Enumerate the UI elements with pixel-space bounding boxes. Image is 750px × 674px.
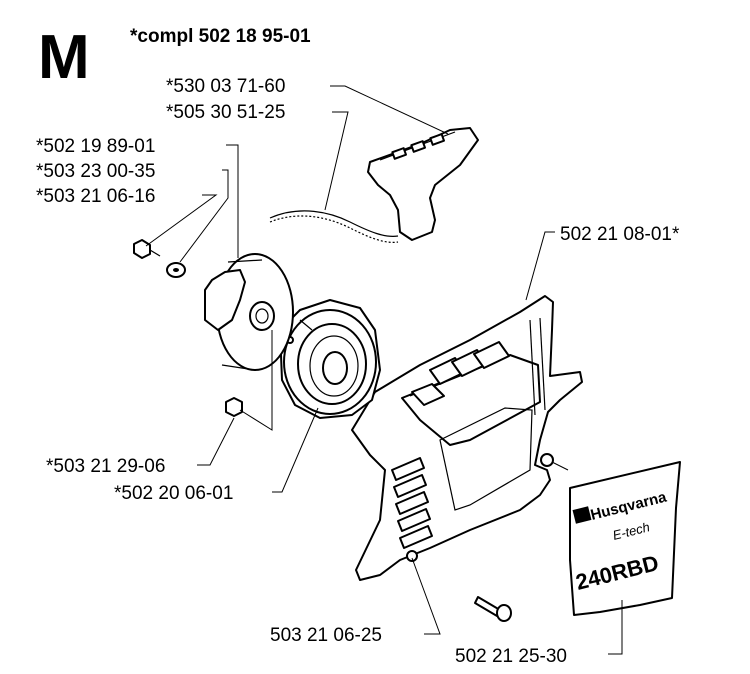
starter-cover (351, 295, 583, 581)
starter-handle (367, 127, 479, 241)
pn-decal: 502 21 25-30 (455, 646, 567, 667)
pn-washer: *503 23 00-35 (36, 161, 155, 182)
leader-lines (145, 85, 623, 655)
cover-screw (474, 596, 512, 622)
pn-spring-cassette: *502 20 06-01 (114, 483, 233, 504)
spring-cassette (279, 299, 381, 419)
section-letter: M (38, 23, 90, 92)
pn-spring-screw: *503 21 29-06 (46, 456, 165, 477)
pn-pulley: *502 19 89-01 (36, 136, 155, 157)
pn-handle: *530 03 71-60 (166, 76, 285, 97)
decal: Husqvarna E-tech 240RBD (569, 461, 681, 616)
complete-assembly-label: *compl 502 18 95-01 (130, 26, 311, 47)
pulley (204, 253, 294, 371)
washer (166, 262, 186, 278)
pulley-screw (133, 239, 161, 259)
pn-starter-cover: 502 21 08-01* (560, 224, 680, 245)
pn-rope: *505 30 51-25 (166, 102, 285, 123)
spring-screw (225, 397, 243, 417)
pn-cover-screw: 503 21 06-25 (270, 625, 382, 646)
starter-rope (269, 210, 399, 243)
pn-pulley-screw: *503 21 06-16 (36, 186, 155, 207)
